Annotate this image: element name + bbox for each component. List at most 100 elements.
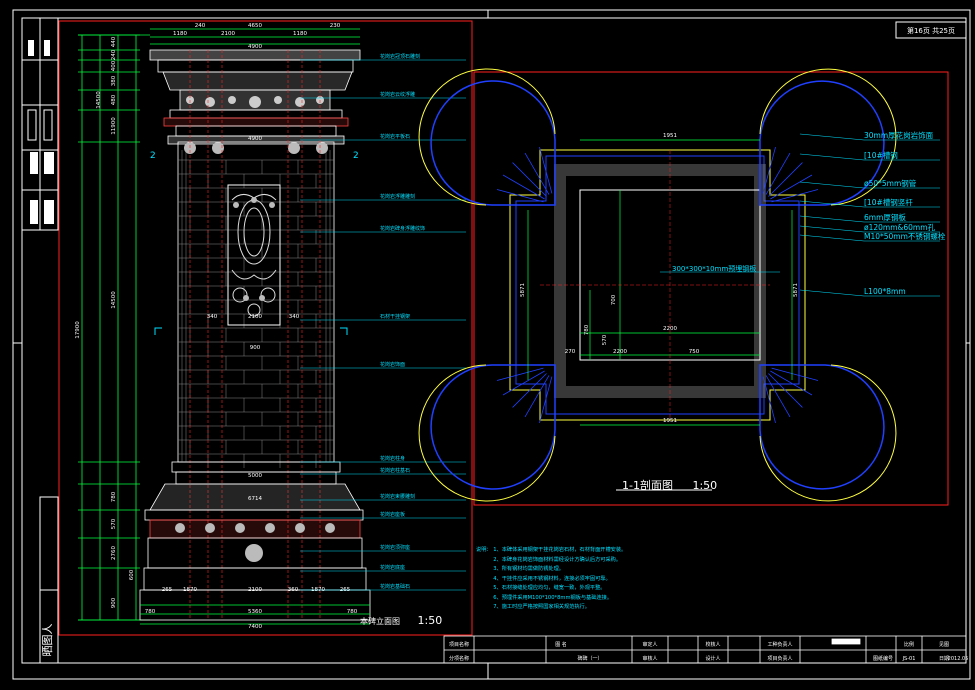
callout-leader	[799, 225, 865, 233]
dim-label-bottom: 2100	[248, 587, 262, 593]
dim-label-left: 780	[111, 491, 117, 502]
section-plan	[418, 68, 940, 502]
plan-spoke	[771, 189, 819, 203]
elevation-callout: 花岗岩座板	[380, 511, 405, 518]
plan-callout: 6mm厚钢板	[864, 212, 906, 222]
title-block-cell: 项目名称	[449, 641, 469, 648]
plan-spoke	[770, 370, 813, 396]
dim-label-bottom: 7400	[248, 624, 262, 630]
elevation-callout: 花岗岩基础石	[380, 583, 410, 590]
note-item: 3、所有钢材均需做防锈处理。	[493, 566, 564, 572]
note-item: 5、石材接缝处理应均匀，缝宽一致，外观平整。	[493, 585, 606, 591]
elevation-callout: 花岗岩束腰雕刻	[380, 493, 415, 500]
title-block-cell: 图纸编号	[873, 655, 893, 662]
plan-dim-label: 5871	[793, 283, 799, 297]
dim-label-window: 2100	[248, 314, 262, 320]
dim-label-bottom: 265	[340, 587, 351, 593]
plan-spoke	[539, 146, 553, 194]
plan-dim-label: 5871	[520, 283, 526, 297]
side-stamp-label: 晒图人	[41, 624, 54, 657]
dim-label-mid: 4900	[248, 136, 262, 142]
plan-scale: 1:50	[692, 479, 718, 492]
plan-dim-label: 270	[565, 349, 576, 355]
dim-label-bottom: 1870	[183, 587, 197, 593]
callout-leader	[799, 133, 865, 141]
elevation-callout: 花岗岩柱身	[380, 455, 405, 462]
title-block-cell: 碑碑（一）	[577, 655, 602, 662]
plan-spoke	[524, 375, 550, 418]
dim-label-window: 340	[207, 314, 218, 320]
plan-spoke	[771, 367, 819, 381]
dim-label-left: 380	[111, 75, 117, 86]
elevation-callout: 花岗岩冠顶石雕刻	[380, 53, 420, 60]
plan-spoke	[762, 146, 776, 194]
plan-dim-label: 1951	[663, 133, 677, 139]
plan-dim-label: 780	[584, 324, 590, 335]
dim-label-left: 14500	[96, 91, 102, 109]
plan-callout: ø50*5mm钢管	[864, 178, 917, 188]
title-block-cell: 设计人	[705, 655, 720, 662]
elevation-callout: 花岗岩底座	[380, 564, 405, 571]
plan-dim-label: 700	[611, 294, 617, 305]
plan-callout: 30mm厚花岗岩饰面	[864, 130, 934, 140]
title-block-cell: 审核人	[642, 655, 657, 662]
plan-spoke	[770, 174, 813, 200]
note-item: 4、干挂件应采用不锈钢材料，连接必须牢固可靠。	[493, 575, 611, 582]
elevation-callout: 石材干挂钢架	[380, 313, 410, 320]
dim-label-left: 11900	[111, 117, 117, 135]
plan-spoke	[496, 189, 544, 203]
dim-label-bottom: 780	[347, 609, 358, 615]
plan-dim-label: 2200	[613, 349, 627, 355]
elevation-callout: 花岗岩碑身浮雕纹饰	[380, 225, 425, 232]
plan-dim-label: 570	[602, 334, 608, 345]
dim-label-bottom: 265	[162, 587, 173, 593]
title-block-cell: 比例	[904, 641, 914, 648]
title-block-cell: 工种负责人	[767, 641, 792, 648]
title-block-cell: 日期	[939, 656, 949, 662]
callout-leader	[799, 234, 865, 242]
plan-spoke	[512, 373, 547, 408]
elevation-callout: 花岗岩饰面	[380, 361, 405, 368]
callout-leader	[799, 153, 865, 161]
page-number-text: 第16页 共25页	[907, 26, 955, 35]
elevation-title: 本碑立面图 1:50	[360, 614, 442, 627]
note-item: 7、施工时应严格按照国家相关规范执行。	[493, 604, 590, 610]
dim-label-mid: 5000	[248, 473, 262, 479]
elevation-callout: 花岗岩柱基石	[380, 467, 410, 474]
dim-label-top: 2100	[221, 31, 235, 37]
plan-callout: [10#槽钢竖杆	[864, 197, 913, 207]
note-item: 2、本碑身花岗岩饰面材料需经设计方确认后方可采购。	[493, 556, 622, 563]
plan-callout: ø120mm&60mm孔	[864, 223, 936, 232]
dim-label-mid: 4900	[248, 44, 262, 50]
plan-spoke	[524, 152, 550, 195]
notes-header: 说明：	[476, 547, 492, 553]
plan-spoke	[768, 162, 803, 197]
dim-label-left: 17900	[75, 321, 81, 339]
title-block-cell: 2012.05	[948, 656, 969, 662]
monument-shaft	[177, 141, 335, 463]
dim-label-top: 230	[330, 23, 341, 29]
plan-spoke	[512, 162, 547, 197]
title-block	[443, 635, 967, 664]
elevation-title-text: 本碑立面图	[360, 617, 400, 626]
plan-spoke	[765, 375, 791, 418]
title-block-texts: 项目名称分项名称图 名碑碑（一）审定人审核人校核人设计人工种负责人项目负责人图纸…	[449, 641, 968, 662]
title-block-cell: 项目负责人	[767, 655, 792, 662]
elevation-callout: 花岗岩浮雕雕刻	[380, 193, 415, 200]
plan-dim-label: 750	[689, 349, 700, 355]
dim-label-bottom: 780	[145, 609, 156, 615]
note-item: 1、本碑体采用钢架干挂花岗岩石材，石材背面开槽安装。	[493, 547, 627, 553]
plan-callout: L100*8mm	[864, 287, 906, 296]
callout-leader	[799, 200, 865, 208]
plan-spoke	[768, 373, 803, 408]
title-block-cell: 图 名	[555, 641, 567, 648]
plan-spoke	[496, 367, 544, 381]
section-marker-right: 2	[353, 151, 359, 161]
dim-label-mid: 6714	[248, 496, 262, 502]
plan-spoke	[502, 174, 545, 200]
dim-label-left: 240	[111, 49, 117, 60]
plan-spoke	[539, 376, 553, 424]
title-block-cell: JS-01	[902, 656, 916, 662]
dim-label-bottom: 5360	[248, 609, 262, 615]
title-block-cell: 审定人	[642, 641, 657, 648]
